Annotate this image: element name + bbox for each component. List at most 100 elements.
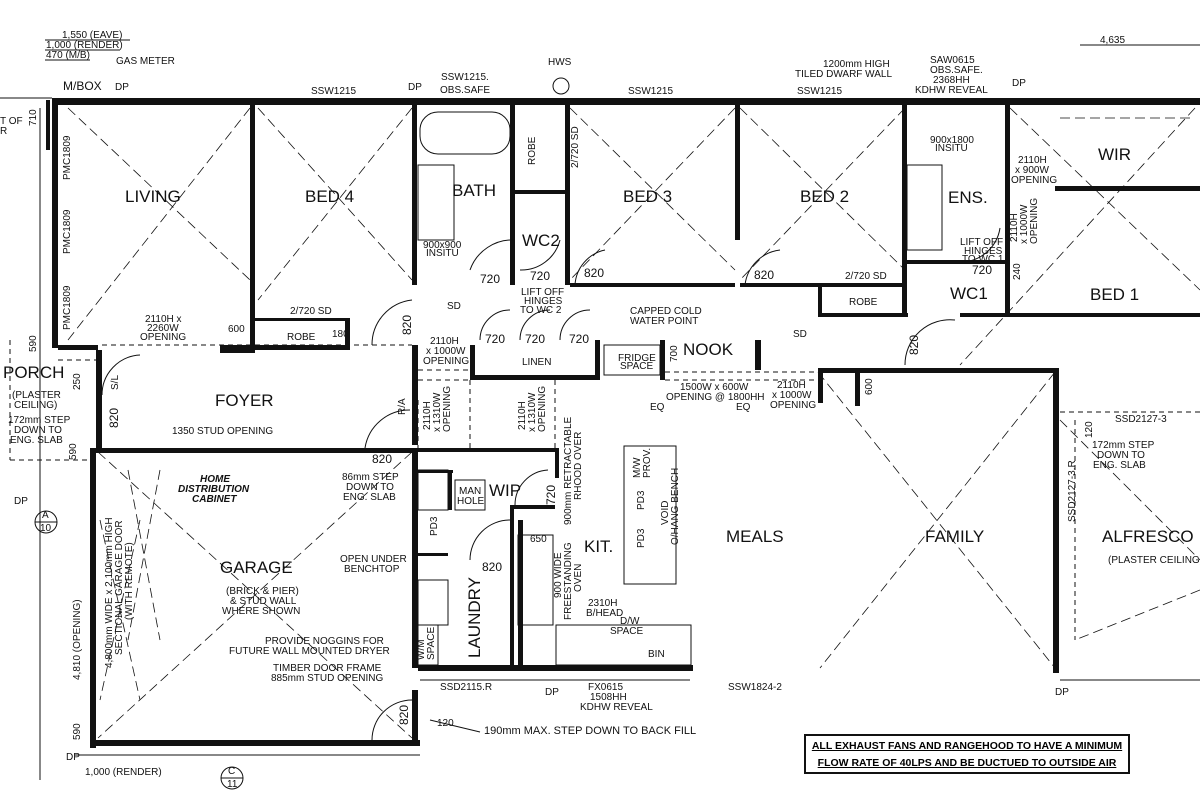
room-bath: BATH: [452, 181, 496, 200]
label-sd-a: SD: [447, 301, 461, 312]
label-porch-step-1: 172mm STEP: [8, 415, 71, 426]
label-gas-meter: GAS METER: [116, 56, 175, 67]
label-ssd2115: SSD2115.R: [440, 682, 492, 693]
label-saw-1: SAW0615: [930, 55, 975, 66]
section-marker-c: C 11: [220, 766, 244, 790]
label-ssw1215-obs: SSW1215.: [441, 72, 489, 83]
label-lift-1: LIFT OFF: [960, 237, 1003, 248]
label-open-wir-2: x 900W: [1015, 165, 1049, 176]
label-hall-open-3: OPENING: [423, 356, 469, 367]
label-alf-step-3: ENG. SLAB: [1093, 460, 1146, 471]
label-fx-2: 1508HH: [590, 692, 627, 703]
door-bed2: 820: [754, 268, 774, 282]
door-bed4: 820: [400, 315, 414, 335]
label-pmc-3: PMC1809: [62, 285, 73, 330]
label-dp-3: DP: [1012, 78, 1026, 89]
label-lift2-2: HINGES: [524, 296, 563, 307]
door-garage: 820: [397, 705, 411, 725]
label-ssw1215-a: SSW1215: [311, 86, 356, 97]
label-step-back: 190mm MAX. STEP DOWN TO BACK FILL: [484, 725, 696, 737]
door-wc2: 720: [530, 269, 550, 283]
label-sd720-c: 2/720 SD: [845, 271, 887, 282]
label-gar-step-1: 86mm STEP: [342, 472, 399, 483]
room-meals: MEALS: [726, 527, 784, 546]
hws-icon: [552, 77, 570, 95]
label-hall-v2-1: 2110H: [517, 401, 528, 430]
label-saw-2: OBS.SAFE.: [930, 65, 983, 76]
label-garage-3: WHERE SHOWN: [222, 606, 300, 617]
dim-700: 700: [669, 345, 680, 362]
room-wir: WIR: [1098, 145, 1131, 164]
label-insitu-a: INSITU: [426, 248, 459, 259]
door-bath: 720: [480, 272, 500, 286]
label-eq-a: EQ: [650, 402, 665, 413]
label-frame-2: 885mm STUD OPENING: [271, 673, 383, 684]
label-home-3: CABINET: [192, 494, 237, 505]
door-wc1: 720: [972, 263, 992, 277]
label-lift2-3: TO WC 2: [520, 305, 562, 316]
label-gar-step-3: ENG. SLAB: [343, 492, 396, 503]
label-dp-5: DP: [66, 752, 80, 763]
label-stud-1350: 1350 STUD OPENING: [172, 426, 273, 437]
label-home-2: DISTRIBUTION: [178, 484, 250, 495]
dim-render-bottom: 1,000 (RENDER): [85, 767, 162, 778]
dim-120a: 120: [1084, 421, 1095, 438]
door-linen-2: 720: [525, 332, 545, 346]
label-hall-v1-3: OPENING: [442, 386, 453, 432]
label-gdoor-3: (WITH REMOTE): [124, 542, 135, 620]
label-dwarf-1: 1200mm HIGH: [823, 59, 890, 70]
label-dwarf-2: TILED DWARF WALL: [795, 69, 892, 80]
label-lift-3: TO WC 1: [962, 254, 1004, 265]
door-laundry: 820: [482, 560, 502, 574]
room-wip: WIP: [489, 481, 521, 500]
dim-mb: 470 (M/B): [46, 50, 90, 61]
label-open-wir-1: 2110H: [1018, 155, 1047, 166]
section-marker-a: A 10: [34, 510, 58, 534]
label-insitu-b: INSITU: [935, 143, 968, 154]
label-hall-v1-1: 2110H: [422, 401, 433, 430]
room-robe-bed4: ROBE: [287, 332, 316, 343]
label-hall-v2-3: OPENING: [537, 386, 548, 432]
room-ens: ENS.: [948, 188, 988, 207]
room-wc2: WC2: [522, 231, 560, 250]
label-noggins-2: FUTURE WALL MOUNTED DRYER: [229, 646, 390, 657]
label-bin: BIN: [648, 649, 665, 660]
label-manhole-2: HOLE: [457, 496, 485, 507]
label-insitu-1800: 900x1800: [930, 135, 974, 146]
label-dp-7: DP: [1055, 687, 1069, 698]
label-bhead-2: B/HEAD: [586, 608, 623, 619]
dim-710: 710: [28, 109, 39, 126]
label-open-under-2: BENCHTOP: [344, 564, 400, 575]
label-lift2-1: LIFT OFF: [521, 287, 564, 298]
label-pmc-1: PMC1809: [62, 135, 73, 180]
label-mw-1: M/W: [632, 457, 643, 478]
room-laundry: LAUNDRY: [465, 577, 484, 658]
label-open-wir-3: OPENING: [1011, 175, 1057, 186]
label-noggins-1: PROVIDE NOGGINS FOR: [265, 636, 384, 647]
room-wc1: WC1: [950, 284, 988, 303]
exhaust-note-line1: ALL EXHAUST FANS AND RANGEHOOD TO HAVE A…: [811, 740, 1123, 752]
label-void-1: VOID: [660, 501, 671, 525]
label-mbox: M/BOX: [63, 79, 102, 93]
door-entry: 820: [107, 408, 121, 428]
label-ssd-3r: SSD2127-3.R: [1067, 460, 1078, 522]
label-saw-4: KDHW REVEAL: [915, 85, 988, 96]
room-bed1: BED 1: [1090, 285, 1139, 304]
label-frame-1: TIMBER DOOR FRAME: [273, 663, 382, 674]
label-garage-2: & STUD WALL: [230, 596, 297, 607]
label-hall-open-2: x 1000W: [426, 346, 466, 357]
label-pd-b: PD3: [636, 528, 647, 548]
label-nook-open-1: 1500W x 600W: [680, 382, 749, 393]
dim-240: 240: [1012, 263, 1023, 280]
dim-650: 650: [530, 534, 547, 545]
ext-left-2: R: [0, 126, 7, 137]
exhaust-note: ALL EXHAUST FANS AND RANGEHOOD TO HAVE A…: [804, 734, 1130, 774]
svg-text:A: A: [42, 510, 49, 521]
door-linen-1: 720: [485, 332, 505, 346]
door-bed1: 820: [907, 335, 921, 355]
label-open-under-1: OPEN UNDER: [340, 554, 407, 565]
label-fx-1: FX0615: [588, 682, 623, 693]
label-alf-ceil: (PLASTER CEILING): [1108, 555, 1200, 566]
label-ssd-3: SSD2127-3: [1115, 414, 1167, 425]
room-nook: NOOK: [683, 340, 734, 359]
